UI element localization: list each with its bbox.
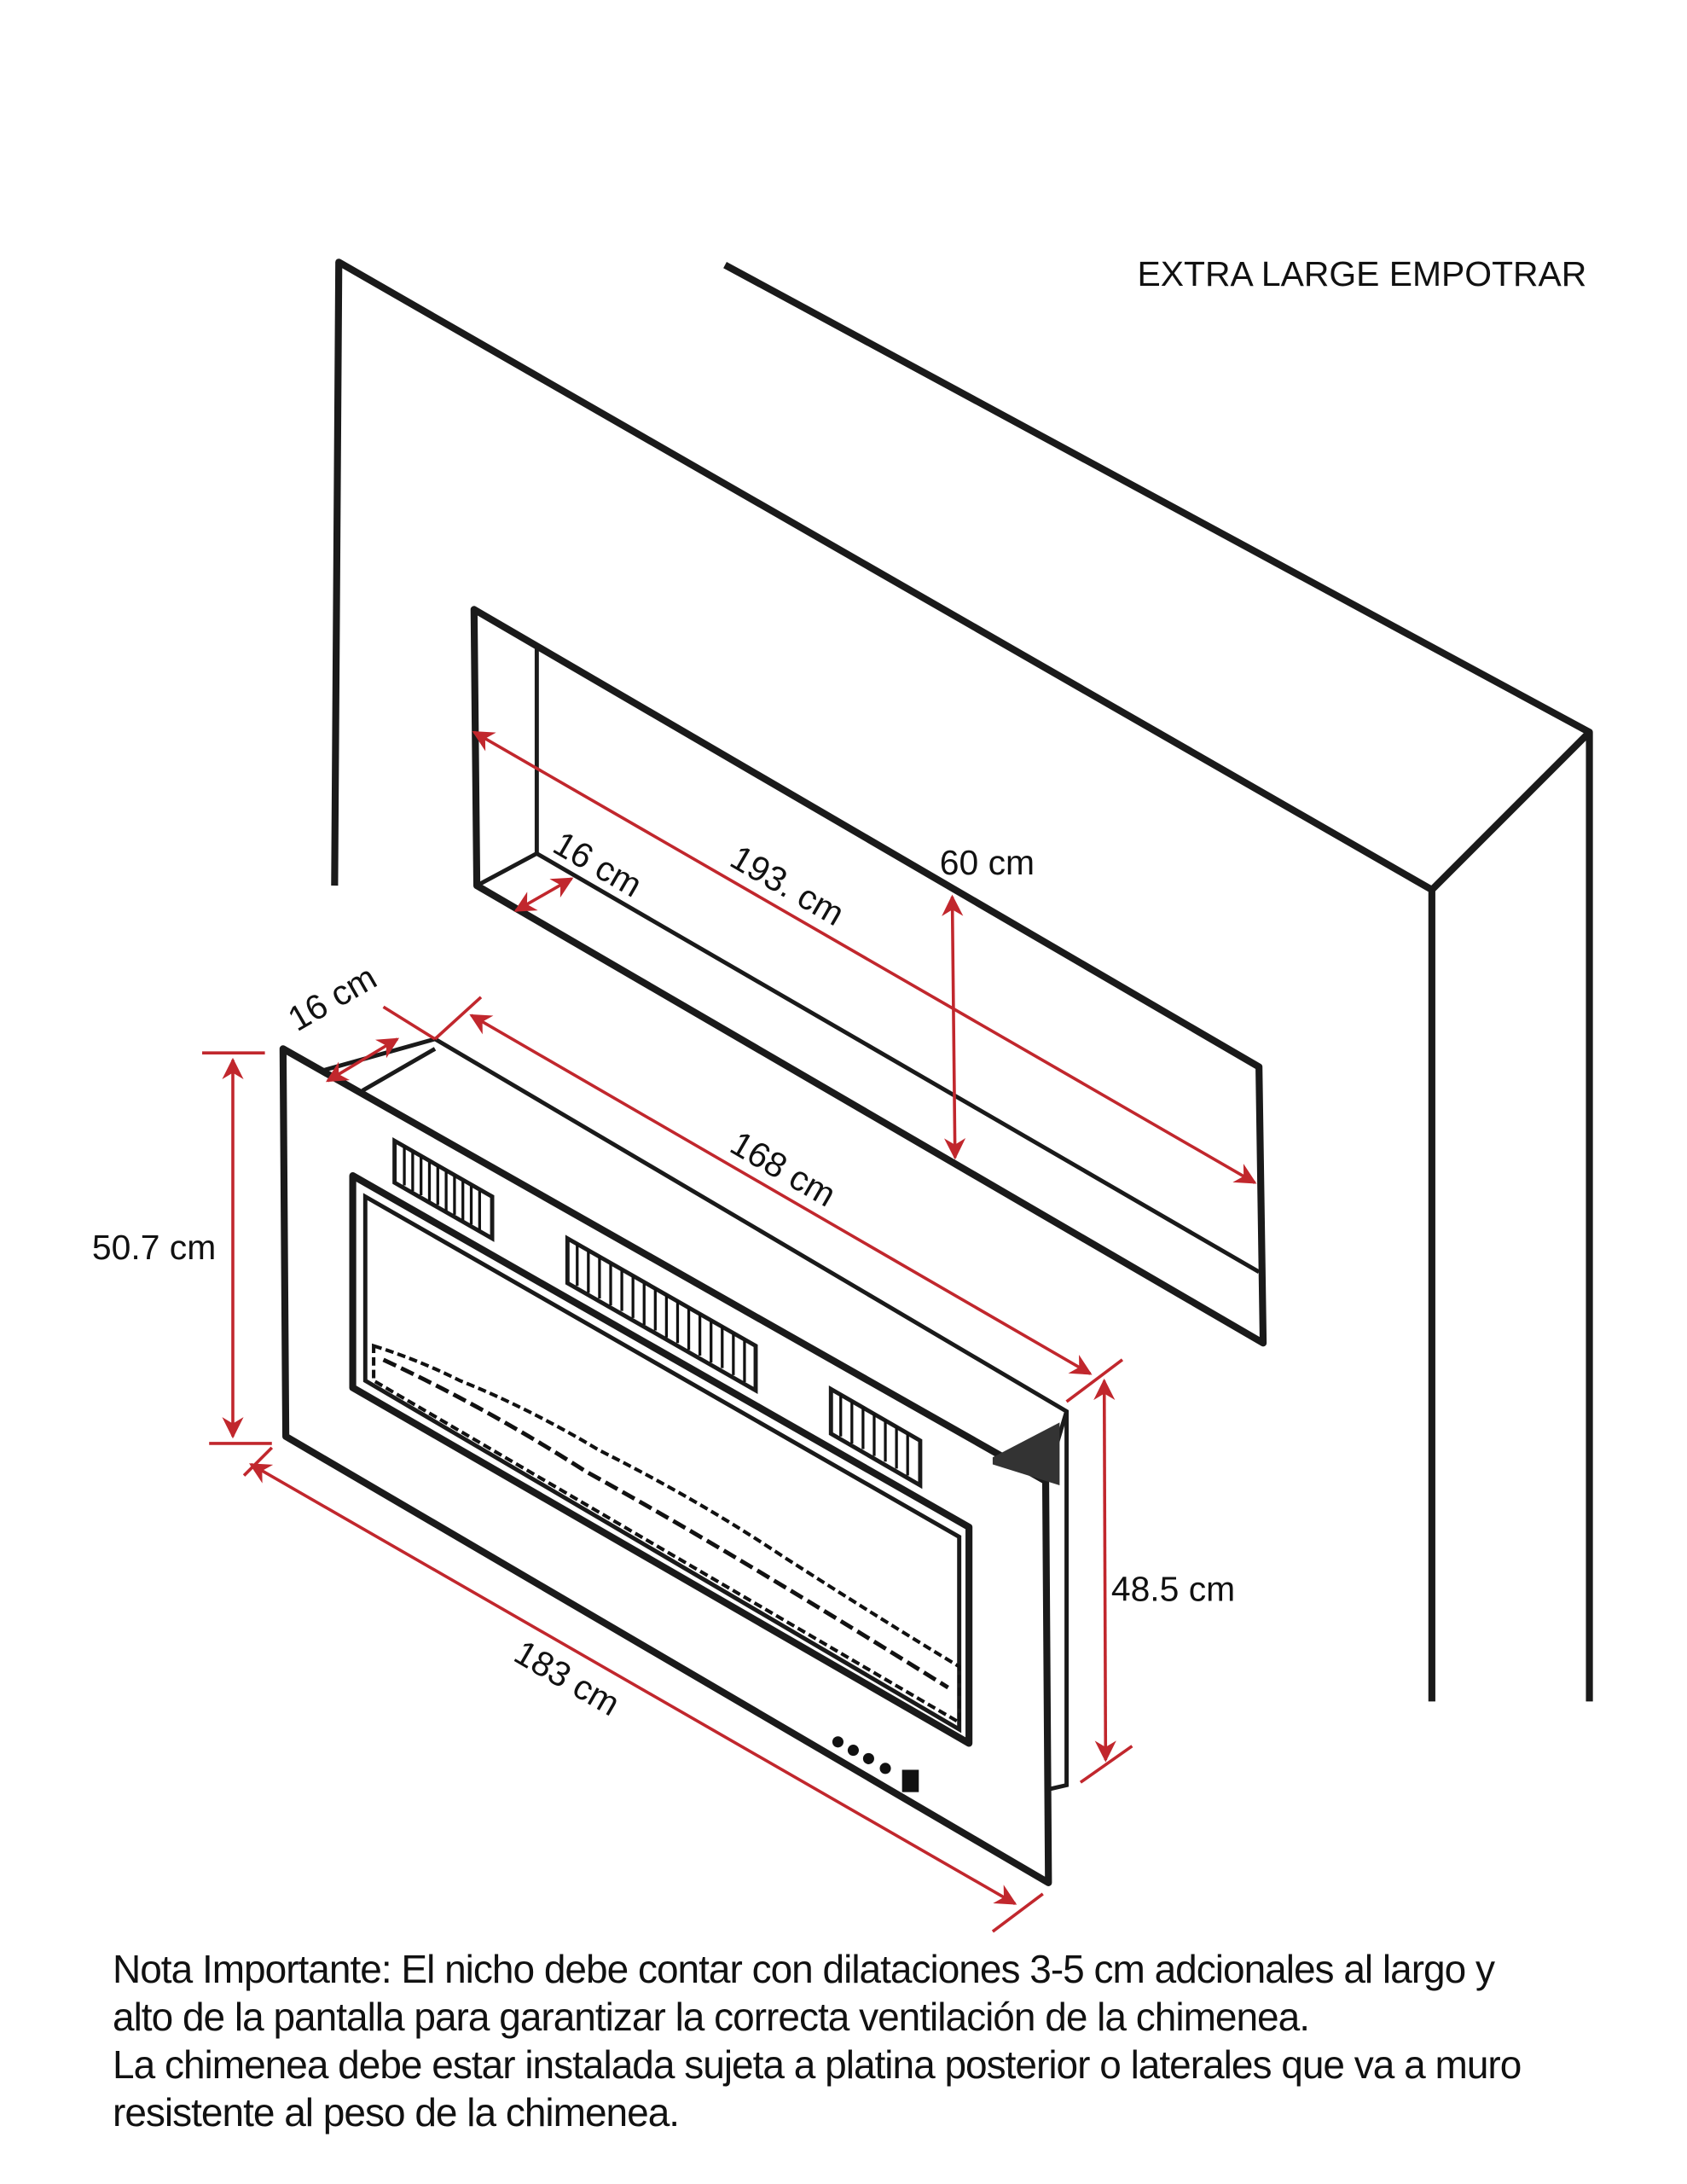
niche-height-label: 60 cm xyxy=(940,843,1035,882)
wall xyxy=(331,258,1593,1702)
dimension-labels: 16 cm 193. cm 60 cm 16 cm 168 cm 50.7 cm… xyxy=(92,823,1235,1723)
unit-top-width-label: 168 cm xyxy=(724,1124,843,1215)
niche xyxy=(470,606,1267,1347)
niche-width-label: 193. cm xyxy=(724,837,851,933)
log-bed xyxy=(372,1343,961,1726)
unit-front-height-label: 50.7 cm xyxy=(92,1228,216,1267)
unit-back-height-label: 48.5 cm xyxy=(1111,1570,1235,1609)
fireplace-unit xyxy=(279,1037,1070,1886)
note-line: Nota Importante: El nicho debe contar co… xyxy=(113,1947,1495,1991)
niche-depth-label: 16 cm xyxy=(547,823,648,904)
note-line: alto de la pantalla para garantizar la c… xyxy=(113,1995,1310,2039)
title-text: EXTRA LARGE EMPOTRAR xyxy=(1138,254,1587,293)
note-line: resistente al peso de la chimenea. xyxy=(113,2090,680,2135)
important-note: Nota Importante: El nicho debe contar co… xyxy=(113,1945,1631,2136)
note-line: La chimenea debe estar instalada sujeta … xyxy=(113,2042,1522,2087)
unit-depth-label: 16 cm xyxy=(281,957,383,1038)
svg-text:EXTRA LARGE EMPOTRAR: EXTRA LARGE EMPOTRAR xyxy=(1138,254,1587,293)
dimension-lines xyxy=(202,730,1257,1933)
